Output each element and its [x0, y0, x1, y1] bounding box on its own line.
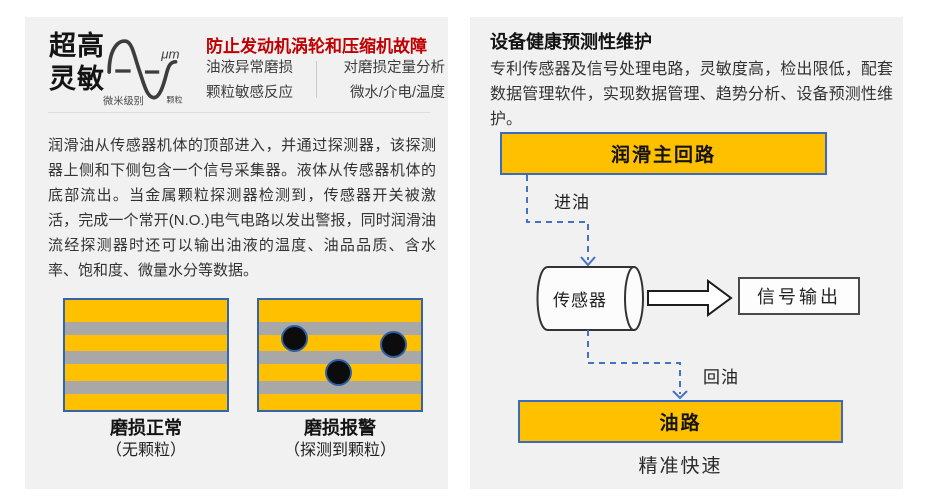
oil-in-connector	[526, 175, 589, 260]
sine-wave-path	[107, 39, 178, 100]
description-paragraph: 润滑油从传感器机体的顶部进入，并通过探测器，该探测器上侧和下侧包含一个信号采集器…	[48, 137, 436, 279]
feature-divider	[316, 61, 317, 98]
maintenance-body: 专利传感器及信号处理电路，灵敏度高，检出限低，配套数据管理软件，实现数据管理、趋…	[490, 61, 893, 128]
sensitivity-panel: 超高 灵敏 μm 微米级别 颗粒 防止发动机涡轮和压缩机故障 油液异常磨损 颗粒…	[25, 17, 448, 489]
tagline: 精准快速	[638, 456, 723, 477]
micron-level-label: 微米级别	[103, 95, 144, 108]
maintenance-title: 设备健康预测性维护	[490, 32, 652, 52]
wear-stripe	[259, 381, 421, 394]
oil-return-label: 回油	[703, 368, 739, 387]
oil-line-box: 油路	[518, 400, 843, 443]
wear-normal-diagram	[63, 298, 229, 412]
micron-unit-label: μm	[160, 47, 179, 62]
oil-return-connector	[587, 330, 681, 394]
wear-alarm-caption: 磨损报警 （探测到颗粒）	[257, 416, 423, 462]
sensitivity-title-line1: 超高	[49, 31, 105, 61]
wear-stripe	[65, 322, 227, 335]
oil-in-label: 进油	[554, 193, 590, 212]
prevention-headline: 防止发动机涡轮和压缩机故障	[206, 37, 427, 56]
sensor-cylinder-cap	[624, 266, 644, 331]
feature-water-dielectric-temp: 微水/介电/温度	[349, 85, 445, 101]
feature-wear-analysis: 对磨损定量分析	[343, 60, 446, 76]
feature-column-left: 油液异常磨损 颗粒敏感反应	[206, 56, 293, 106]
oil-in-arrowhead	[580, 256, 596, 267]
sensitivity-title-line2: 灵敏	[49, 64, 105, 94]
feature-oil-wear: 油液异常磨损	[206, 60, 293, 76]
sensor-label: 传感器	[553, 291, 607, 310]
sensitivity-title: 超高 灵敏	[49, 30, 105, 96]
maintenance-panel: 设备健康预测性维护 专利传感器及信号处理电路，灵敏度高，检出限低，配套数据管理软…	[470, 17, 903, 489]
header-divider	[48, 112, 430, 113]
sine-wave-icon: μm 微米级别 颗粒	[103, 39, 183, 108]
main-lube-loop-box: 润滑主回路	[500, 132, 827, 175]
signal-block-arrow	[647, 279, 733, 317]
feature-particle-response: 颗粒敏感反应	[206, 85, 293, 101]
metal-particle	[325, 359, 352, 386]
wear-stripe	[65, 381, 227, 394]
sensor-cylinder-body	[536, 266, 635, 331]
wear-normal-caption: 磨损正常 （无颗粒）	[63, 416, 229, 462]
wear-alarm-caption-sub: （探测到颗粒）	[283, 442, 396, 459]
wear-stripe	[65, 351, 227, 364]
wear-alarm-diagram	[257, 298, 423, 412]
particle-label: 颗粒	[166, 95, 182, 105]
flow-diagram-connectors	[526, 175, 733, 400]
metal-particle	[380, 331, 407, 358]
metal-particle	[281, 325, 308, 352]
wear-normal-caption-main: 磨损正常	[110, 418, 182, 438]
wear-normal-caption-sub: （无颗粒）	[105, 442, 186, 459]
oil-return-arrowhead	[672, 390, 688, 400]
signal-output-box: 信号输出	[738, 277, 860, 315]
wear-stripe	[259, 351, 421, 364]
wear-alarm-caption-main: 磨损报警	[304, 418, 376, 438]
feature-column-right: 对磨损定量分析 微水/介电/温度	[339, 56, 446, 106]
